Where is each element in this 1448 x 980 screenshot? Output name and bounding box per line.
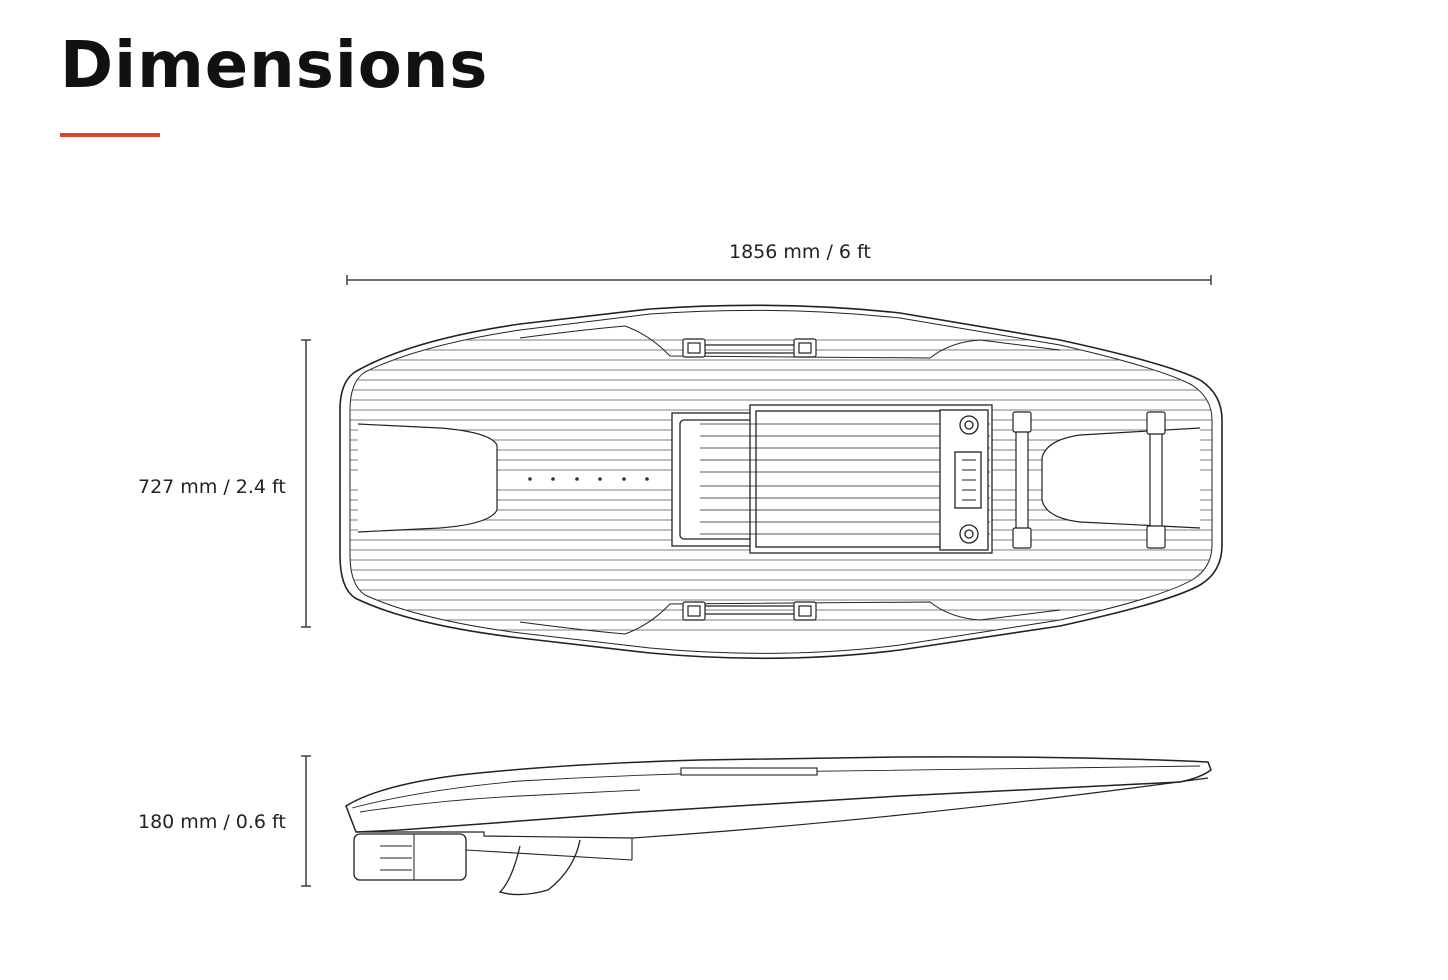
page-title: Dimensions — [60, 29, 489, 103]
length-label: 1856 mm / 6 ft — [729, 241, 871, 263]
title-underline — [60, 133, 160, 137]
length-dimension-line — [346, 275, 1212, 285]
height-label: 180 mm / 0.6 ft — [138, 811, 286, 833]
nose-pocket — [357, 423, 498, 533]
tail-cutout — [1041, 427, 1201, 529]
fin — [498, 839, 581, 896]
width-label: 727 mm / 2.4 ft — [138, 476, 286, 498]
width-dimension-line — [301, 339, 311, 628]
battery-bay — [671, 404, 993, 554]
foot-strap-rear — [1146, 411, 1166, 549]
board-side-view — [345, 756, 1212, 896]
foot-strap-front — [1012, 411, 1032, 549]
motor-pod — [353, 833, 467, 881]
height-dimension-line — [301, 755, 311, 887]
board-top-view — [339, 304, 1223, 660]
handle-bottom — [682, 601, 817, 621]
handle-top — [682, 338, 817, 358]
